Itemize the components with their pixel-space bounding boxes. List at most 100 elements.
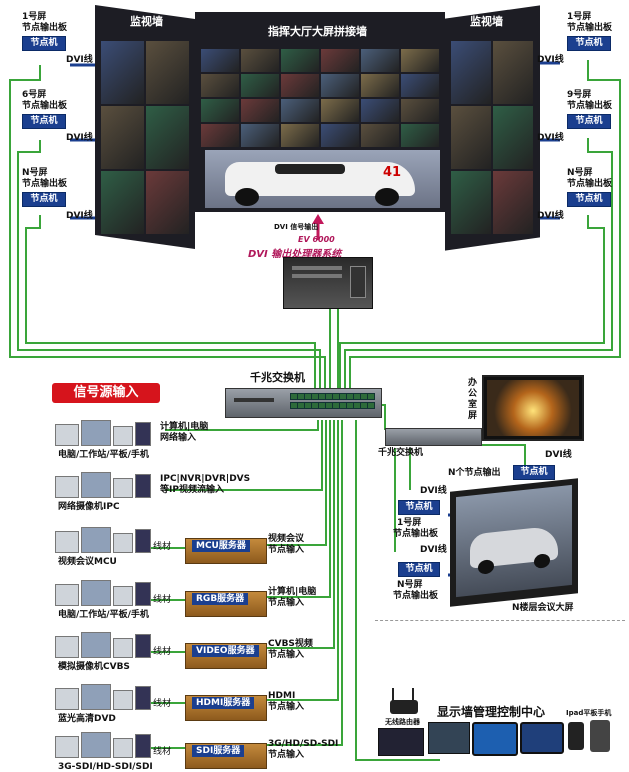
source-3-input-2: 节点输入 <box>268 598 305 608</box>
laptop-icon <box>378 728 424 756</box>
wall-tile <box>401 74 439 97</box>
source-4-cable: 线材 <box>153 647 172 657</box>
sub-switch-output: N个节点输出 <box>448 468 501 478</box>
source-6-input-1: 3G/HD/SD-SDI <box>268 739 339 749</box>
wall-tile <box>241 74 279 97</box>
source-5-cable: 线材 <box>153 699 172 709</box>
left-node-2-dvi: DVI线 <box>66 211 93 221</box>
source-6-server-label: SDI服务器 <box>192 745 245 757</box>
meeting-screen-label: N楼层会议大屏 <box>512 603 574 613</box>
source-1-devices <box>55 470 151 500</box>
right-node-1-title: 9号屏 <box>567 90 592 100</box>
wall-tile <box>401 124 439 147</box>
office-screen <box>482 375 584 441</box>
wall-tile <box>361 49 399 72</box>
source-3-server-label: RGB服务器 <box>192 593 249 605</box>
source-1-input-2: 等IP视频流输入 <box>160 485 224 495</box>
router-antenna-icon-2 <box>412 688 414 702</box>
source-2-server-label: MCU服务器 <box>192 540 250 552</box>
wall-tile <box>241 49 279 72</box>
tablet-icon-2 <box>520 722 564 754</box>
wall-label-left: 监视墙 <box>130 15 163 28</box>
source-5-server: HDMI服务器 <box>185 695 267 721</box>
left-node-2-sub: 节点输出板 <box>22 179 68 189</box>
main-switch-label: 千兆交换机 <box>250 371 305 384</box>
office-node: 节点机 <box>513 465 555 480</box>
source-2-devices <box>55 525 151 555</box>
wall-tile <box>401 49 439 72</box>
source-title-box: 信号源输入 <box>52 383 160 403</box>
wall-tile <box>281 99 319 122</box>
right-node-0-dvi: DVI线 <box>537 55 564 65</box>
wall-tile <box>493 171 533 234</box>
source-6-devices <box>55 730 151 760</box>
source-3-device-label: 电脑/工作站/平板/手机 <box>58 610 149 620</box>
switch-port <box>367 402 375 409</box>
source-3-cable: 线材 <box>153 595 172 605</box>
wall-tile <box>241 124 279 147</box>
source-6-input-2: 节点输入 <box>268 750 305 760</box>
right-node-2-title: N号屏 <box>567 168 593 178</box>
wall-label-center: 指挥大厅大屏拼接墙 <box>268 25 367 38</box>
router-antenna-icon <box>392 688 394 702</box>
wall-tile <box>361 99 399 122</box>
control-divider <box>375 620 625 621</box>
source-4-input-2: 节点输入 <box>268 650 305 660</box>
source-5-input-2: 节点输入 <box>268 702 305 712</box>
wall-tile <box>493 106 533 169</box>
meeting-dvi-2: DVI线 <box>420 545 447 555</box>
wall-tile <box>451 171 491 234</box>
wall-tile <box>146 106 189 169</box>
left-wall-tiles <box>100 40 190 235</box>
left-node-1-sub: 节点输出板 <box>22 101 68 111</box>
source-2-device-label: 视频会议MCU <box>58 557 117 567</box>
wall-tile <box>321 124 359 147</box>
meeting-screen <box>450 478 578 607</box>
control-title: 显示墙管理控制中心 <box>437 705 546 719</box>
office-dvi: DVI线 <box>545 450 572 460</box>
source-4-server-label: VIDEO服务器 <box>192 645 259 657</box>
right-node-0-title: 1号屏 <box>567 12 592 22</box>
right-node-2-sub: 节点输出板 <box>567 179 613 189</box>
wall-tile <box>321 49 359 72</box>
source-2-server: MCU服务器 <box>185 538 267 564</box>
meeting-node-1: 节点机 <box>398 500 440 515</box>
left-node-1-machine: 节点机 <box>22 114 66 129</box>
source-2-cable: 线材 <box>153 542 172 552</box>
source-4-device-label: 模拟摄像机CVBS <box>58 662 130 672</box>
meeting-node-2-title: N号屏 <box>397 580 423 590</box>
source-6-cable: 线材 <box>153 747 172 757</box>
source-3-devices <box>55 578 151 608</box>
right-node-0-sub: 节点输出板 <box>567 23 613 33</box>
router-label: 无线路由器 <box>385 718 420 726</box>
processor-box <box>283 257 373 309</box>
wall-tile <box>101 171 144 234</box>
wall-tile <box>281 49 319 72</box>
wall-tile <box>201 124 239 147</box>
sub-switch-label: 千兆交换机 <box>378 448 424 458</box>
source-title: 信号源输入 <box>73 385 139 400</box>
wall-tile <box>321 74 359 97</box>
source-5-device-label: 蓝光高清DVD <box>58 714 116 724</box>
source-4-server: VIDEO服务器 <box>185 643 267 669</box>
source-4-input-1: CVBS视频 <box>268 639 313 649</box>
office-title: 办公室屏 <box>468 378 478 421</box>
wall-tile <box>146 41 189 104</box>
tablet-icon <box>472 722 518 756</box>
source-3-input-1: 计算机|电脑 <box>268 587 317 597</box>
phone-icon <box>568 722 584 750</box>
wall-label-right: 监视墙 <box>470 15 503 28</box>
wall-tile <box>281 124 319 147</box>
right-wall-tiles <box>450 40 535 235</box>
source-0-input-1: 计算机|电脑 <box>160 422 209 432</box>
source-0-device-label: 电脑/工作站/平板/手机 <box>58 450 149 460</box>
left-node-0-dvi: DVI线 <box>66 55 93 65</box>
source-3-server: RGB服务器 <box>185 591 267 617</box>
source-1-input-1: IPC|NVR|DVR|DVS <box>160 474 251 484</box>
wall-tile <box>451 106 491 169</box>
left-node-1-title: 6号屏 <box>22 90 47 100</box>
left-node-2-title: N号屏 <box>22 168 48 178</box>
source-5-devices <box>55 682 151 712</box>
wall-tile <box>201 99 239 122</box>
